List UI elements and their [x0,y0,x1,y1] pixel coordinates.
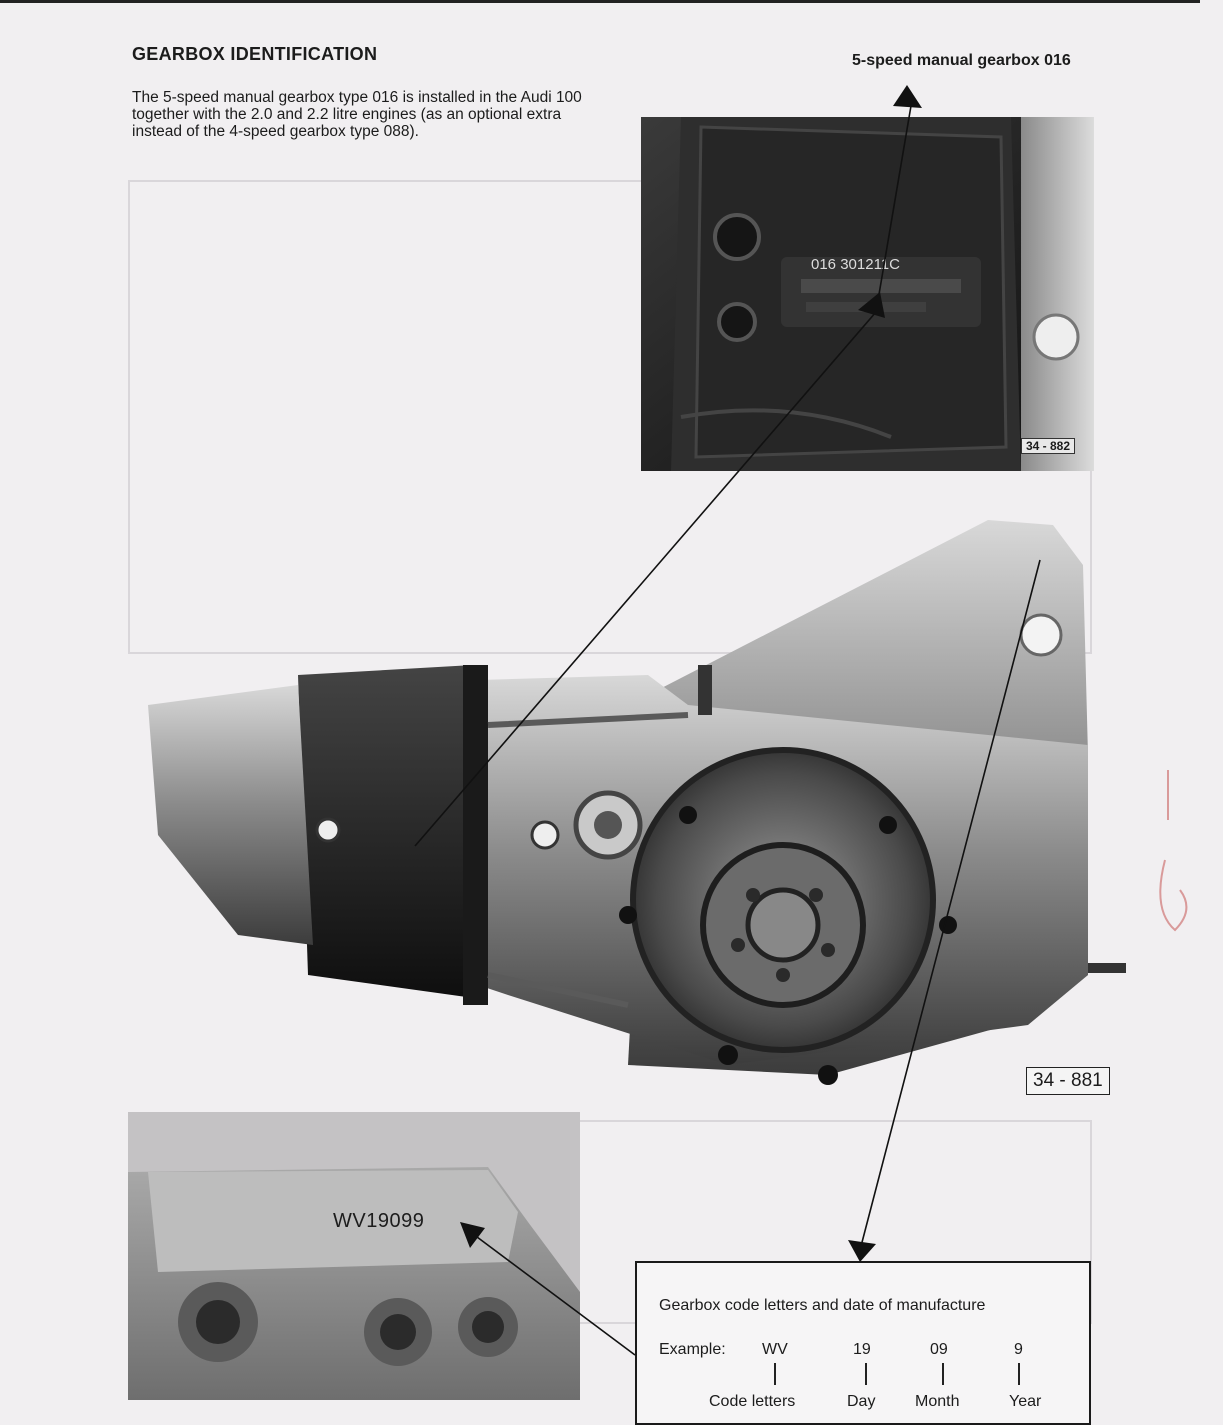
inset-figure-ref: 34 - 882 [1021,438,1076,454]
example-label: Example: [659,1341,726,1358]
main-figure-ref: 34 - 881 [1026,1067,1110,1095]
example-code-letters: WV [762,1341,788,1358]
section-header: 5-speed manual gearbox 016 [852,52,1071,69]
top-rule [0,0,1200,3]
tick-day [865,1363,867,1385]
gearbox-photo [128,505,1128,1105]
casing-stamp-number: 016 301211C [811,256,900,273]
label-year: Year [1009,1393,1042,1410]
tick-code [774,1363,776,1385]
pencil-marks [1159,770,1188,932]
intro-paragraph: The 5-speed manual gearbox type 016 is i… [132,89,582,140]
arrowhead-up [893,85,922,108]
tick-month [942,1363,944,1385]
label-month: Month [915,1393,960,1410]
page-title: GEARBOX IDENTIFICATION [132,44,378,64]
label-code-letters: Code letters [709,1393,796,1410]
label-day: Day [847,1393,876,1410]
example-day: 19 [853,1341,871,1358]
gearbox-code-stamp: WV19099 [333,1210,425,1232]
code-box-title: Gearbox code letters and date of manufac… [659,1297,986,1314]
example-year: 9 [1014,1341,1023,1358]
tick-year [1018,1363,1020,1385]
gearbox-code-box: Gearbox code letters and date of manufac… [635,1261,1091,1425]
gearbox-casing-photo: 016 301211C 34 - 882 [641,117,1094,471]
code-stamp-photo [128,1112,580,1400]
example-month: 09 [930,1341,948,1358]
